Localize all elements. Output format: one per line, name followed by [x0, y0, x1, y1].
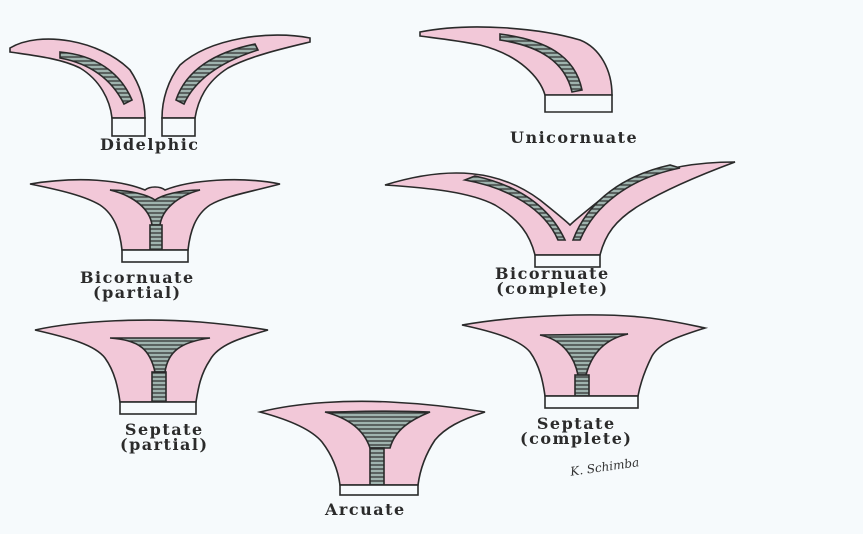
label-unicornuate: Unicornuate — [510, 130, 638, 145]
label-didelphic: Didelphic — [100, 137, 200, 152]
unicornuate-drawing — [420, 27, 612, 112]
label-arcuate: Arcuate — [325, 502, 406, 517]
bicornuate-complete-drawing — [385, 162, 735, 267]
didelphic-drawing — [10, 35, 310, 136]
septate-partial-drawing — [35, 320, 268, 414]
label-bicornuate-complete-line2: (complete) — [495, 281, 610, 296]
label-bicornuate-partial: Bicornuate (partial) — [80, 270, 195, 300]
label-bicornuate-complete: Bicornuate (complete) — [495, 266, 610, 296]
label-arcuate-text: Arcuate — [325, 502, 406, 517]
label-septate-complete-line2: (complete) — [520, 431, 633, 446]
label-septate-partial: Septate (partial) — [120, 422, 209, 452]
label-didelphic-text: Didelphic — [100, 137, 200, 152]
label-septate-partial-line2: (partial) — [120, 437, 209, 452]
arcuate-drawing — [260, 401, 485, 495]
label-septate-complete: Septate (complete) — [520, 416, 633, 446]
label-unicornuate-text: Unicornuate — [510, 130, 638, 145]
label-bicornuate-partial-line2: (partial) — [80, 285, 195, 300]
septate-complete-drawing — [462, 315, 705, 408]
bicornuate-partial-drawing — [30, 180, 280, 262]
